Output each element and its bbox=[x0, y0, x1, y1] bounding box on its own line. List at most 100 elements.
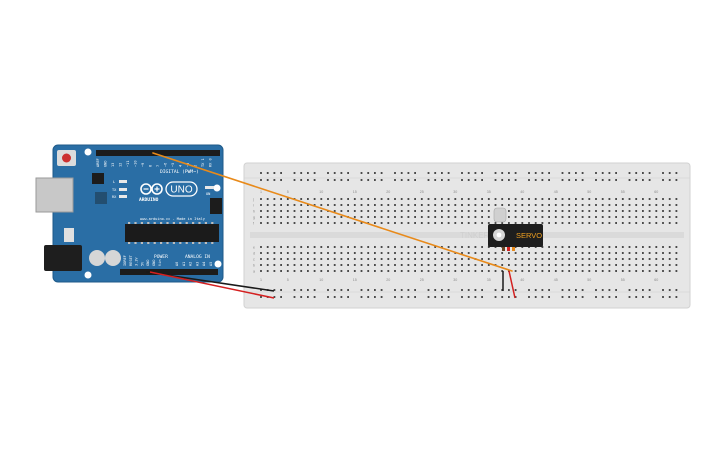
breadboard-hole[interactable] bbox=[273, 252, 276, 254]
breadboard-hole[interactable] bbox=[333, 246, 336, 248]
breadboard-hole[interactable] bbox=[474, 270, 477, 272]
breadboard-hole[interactable] bbox=[561, 179, 564, 181]
breadboard-hole[interactable] bbox=[548, 264, 550, 266]
breadboard-hole[interactable] bbox=[286, 246, 289, 248]
breadboard-hole[interactable] bbox=[400, 210, 403, 212]
breadboard-hole[interactable] bbox=[648, 216, 651, 218]
breadboard-hole[interactable] bbox=[615, 264, 617, 266]
breadboard-hole[interactable] bbox=[528, 210, 530, 212]
breadboard-hole[interactable] bbox=[568, 172, 571, 174]
breadboard-hole[interactable] bbox=[508, 198, 510, 200]
breadboard-hole[interactable] bbox=[474, 172, 477, 174]
breadboard-hole[interactable] bbox=[675, 264, 678, 266]
breadboard-hole[interactable] bbox=[347, 296, 349, 298]
breadboard-hole[interactable] bbox=[575, 264, 577, 266]
breadboard-hole[interactable] bbox=[561, 264, 564, 266]
breadboard-hole[interactable] bbox=[360, 198, 363, 200]
breadboard-hole[interactable] bbox=[648, 296, 651, 298]
breadboard-hole[interactable] bbox=[461, 179, 463, 181]
breadboard-hole[interactable] bbox=[327, 204, 329, 206]
breadboard-hole[interactable] bbox=[615, 246, 617, 248]
breadboard-hole[interactable] bbox=[280, 216, 282, 218]
breadboard-hole[interactable] bbox=[494, 270, 497, 272]
breadboard-hole[interactable] bbox=[621, 258, 624, 260]
breadboard-hole[interactable] bbox=[514, 289, 517, 291]
breadboard-hole[interactable] bbox=[668, 198, 671, 200]
wire-signal[interactable] bbox=[152, 152, 513, 272]
breadboard-hole[interactable] bbox=[313, 289, 316, 291]
breadboard-hole[interactable] bbox=[454, 222, 457, 224]
breadboard-hole[interactable] bbox=[427, 252, 430, 254]
breadboard-hole[interactable] bbox=[400, 204, 403, 206]
breadboard-hole[interactable] bbox=[420, 252, 423, 254]
breadboard-hole[interactable] bbox=[347, 252, 349, 254]
breadboard-hole[interactable] bbox=[635, 270, 638, 272]
breadboard-hole[interactable] bbox=[340, 198, 343, 200]
breadboard-hole[interactable] bbox=[414, 216, 416, 218]
breadboard-hole[interactable] bbox=[487, 264, 490, 266]
breadboard-hole[interactable] bbox=[434, 179, 437, 181]
breadboard-hole[interactable] bbox=[347, 204, 349, 206]
breadboard-hole[interactable] bbox=[307, 198, 309, 200]
breadboard-hole[interactable] bbox=[374, 204, 376, 206]
breadboard-hole[interactable] bbox=[360, 210, 363, 212]
breadboard-hole[interactable] bbox=[461, 289, 463, 291]
breadboard-hole[interactable] bbox=[441, 210, 443, 212]
breadboard-hole[interactable] bbox=[534, 210, 537, 212]
breadboard-hole[interactable] bbox=[347, 179, 349, 181]
breadboard-hole[interactable] bbox=[494, 289, 497, 291]
breadboard-hole[interactable] bbox=[461, 210, 463, 212]
breadboard-hole[interactable] bbox=[668, 258, 671, 260]
breadboard-hole[interactable] bbox=[380, 270, 383, 272]
breadboard-hole[interactable] bbox=[595, 252, 597, 254]
breadboard-hole[interactable] bbox=[313, 172, 316, 174]
breadboard-hole[interactable] bbox=[280, 296, 282, 298]
breadboard-hole[interactable] bbox=[601, 172, 604, 174]
breadboard-hole[interactable] bbox=[635, 289, 638, 291]
breadboard-hole[interactable] bbox=[380, 246, 383, 248]
breadboard-hole[interactable] bbox=[662, 289, 664, 291]
breadboard-hole[interactable] bbox=[447, 179, 450, 181]
breadboard-hole[interactable] bbox=[528, 179, 530, 181]
breadboard-hole[interactable] bbox=[441, 204, 443, 206]
breadboard-hole[interactable] bbox=[407, 258, 410, 260]
breadboard-hole[interactable] bbox=[434, 210, 437, 212]
breadboard-hole[interactable] bbox=[481, 296, 483, 298]
breadboard-hole[interactable] bbox=[367, 179, 370, 181]
breadboard-hole[interactable] bbox=[340, 204, 343, 206]
breadboard-hole[interactable] bbox=[327, 270, 329, 272]
breadboard-hole[interactable] bbox=[494, 252, 497, 254]
breadboard-hole[interactable] bbox=[628, 264, 631, 266]
breadboard-hole[interactable] bbox=[534, 252, 537, 254]
breadboard-hole[interactable] bbox=[407, 216, 410, 218]
breadboard-hole[interactable] bbox=[340, 264, 343, 266]
breadboard-hole[interactable] bbox=[481, 179, 483, 181]
breadboard-hole[interactable] bbox=[434, 198, 437, 200]
breadboard-hole[interactable] bbox=[293, 270, 296, 272]
breadboard-hole[interactable] bbox=[266, 252, 269, 254]
breadboard-hole[interactable] bbox=[427, 289, 430, 291]
breadboard-hole[interactable] bbox=[293, 172, 296, 174]
breadboard-hole[interactable] bbox=[648, 264, 651, 266]
breadboard-hole[interactable] bbox=[541, 172, 544, 174]
breadboard-hole[interactable] bbox=[286, 198, 289, 200]
breadboard-hole[interactable] bbox=[367, 270, 370, 272]
breadboard-hole[interactable] bbox=[648, 222, 651, 224]
breadboard-hole[interactable] bbox=[534, 198, 537, 200]
breadboard-hole[interactable] bbox=[387, 258, 390, 260]
breadboard-hole[interactable] bbox=[642, 264, 644, 266]
wire-power[interactable] bbox=[149, 271, 275, 299]
breadboard-hole[interactable] bbox=[501, 252, 504, 254]
breadboard-hole[interactable] bbox=[487, 246, 490, 248]
breadboard-hole[interactable] bbox=[595, 289, 597, 291]
breadboard-hole[interactable] bbox=[387, 246, 390, 248]
breadboard-hole[interactable] bbox=[521, 198, 524, 200]
breadboard-hole[interactable] bbox=[280, 222, 282, 224]
breadboard-hole[interactable] bbox=[400, 222, 403, 224]
breadboard-hole[interactable] bbox=[508, 216, 510, 218]
breadboard-hole[interactable] bbox=[427, 179, 430, 181]
breadboard-hole[interactable] bbox=[400, 289, 403, 291]
breadboard-hole[interactable] bbox=[280, 264, 282, 266]
breadboard-hole[interactable] bbox=[608, 210, 611, 212]
breadboard-hole[interactable] bbox=[307, 172, 309, 174]
